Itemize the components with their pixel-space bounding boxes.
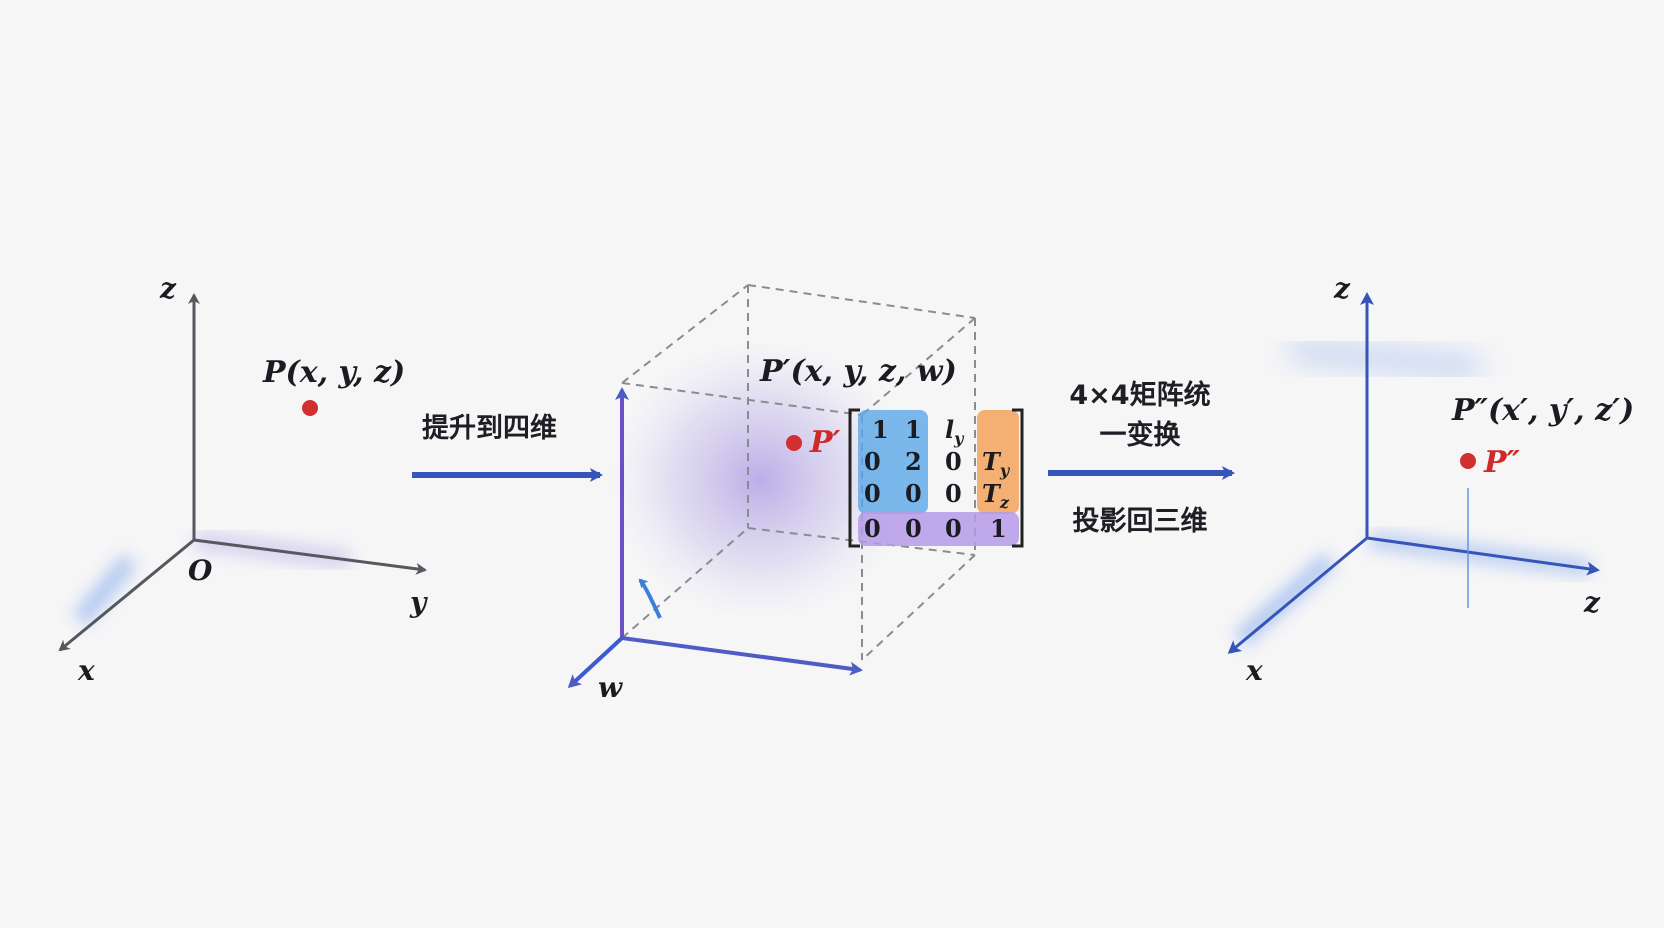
matrix-cell-r3c1: 0 (905, 514, 922, 543)
right-point-label: P″ (1483, 445, 1521, 480)
matrix-purple-highlight (858, 512, 1019, 546)
matrix-cell-r1c2: 0 (945, 447, 962, 476)
matrix-cell-r1c0: 0 (864, 447, 881, 476)
matrix-left-bracket (848, 408, 860, 548)
matrix-cell-r2c3: Tz (982, 479, 1010, 512)
rotation-arrow-icon (638, 578, 662, 619)
left-x-glow (73, 554, 137, 626)
cube-w-axis (567, 636, 624, 689)
matrix-orange-highlight (977, 410, 1019, 514)
left-z-label: z (159, 272, 177, 305)
left-y-axis (193, 538, 427, 575)
matrix-cell-r0c2: ly (945, 415, 965, 448)
matrix-cell-r1c3: Ty (982, 447, 1011, 480)
middle-point-dot (786, 435, 802, 451)
arrow-transform: 4×4矩阵统 一变换 投影回三维 (1048, 379, 1235, 537)
right-x-label: x (1245, 654, 1263, 687)
arrow-transform-caption-line1: 4×4矩阵统 (1069, 379, 1210, 411)
matrix-cell-r2c0: 0 (864, 479, 881, 508)
cube-horizontal-axis (621, 636, 863, 676)
arrow-transform-caption-line2: 一变换 (1100, 419, 1182, 451)
w-label: w (598, 671, 623, 704)
right-z-label-right: z (1583, 586, 1601, 619)
middle-cube: w P′(x, y, z, w) P′ (567, 284, 976, 704)
left-point-title: P(x, y, z) (262, 355, 405, 390)
matrix-right-bracket (1012, 408, 1024, 548)
matrix-cell-r3c2: 0 (945, 514, 962, 543)
right-z-label-top: z (1333, 272, 1351, 305)
left-origin-label: O (188, 554, 213, 587)
transform-matrix: 1 1 ly 0 2 0 Ty 0 0 0 Tz 0 0 0 1 (848, 408, 1024, 548)
left-point-dot (302, 400, 318, 416)
matrix-cell-r0c0: 1 (872, 415, 889, 444)
middle-point-title: P′(x, y, z, w) (759, 354, 957, 389)
right-x-axis (1227, 536, 1368, 654)
middle-point-label: P′ (809, 425, 841, 460)
left-x-label: x (77, 654, 95, 687)
left-x-axis (58, 538, 195, 652)
arrow-lift: 提升到四维 (412, 413, 603, 482)
matrix-cell-r2c2: 0 (945, 479, 962, 508)
matrix-cell-r0c1: 1 (905, 415, 922, 444)
right-point-dot (1460, 453, 1476, 469)
arrow-lift-caption: 提升到四维 (422, 413, 557, 444)
left-axes: z y x O P(x, y, z) (58, 272, 428, 687)
matrix-blue-highlight (858, 410, 928, 514)
matrix-cell-r1c1: 2 (905, 447, 922, 476)
right-horizontal-axis (1366, 536, 1600, 576)
arrow-transform-caption-bottom: 投影回三维 (1073, 506, 1208, 537)
left-y-label: y (409, 586, 428, 619)
right-point-title: P″(x′, y′, z′) (1451, 393, 1634, 428)
cube-purple-glow (610, 340, 910, 620)
right-plane-glow (1288, 339, 1482, 379)
right-axes: z z x P″(x′, y′, z′) P″ (1227, 272, 1634, 687)
right-x-glow (1234, 553, 1336, 647)
matrix-cell-r2c1: 0 (905, 479, 922, 508)
matrix-cell-r3c3: 1 (990, 514, 1007, 543)
matrix-cell-r3c0: 0 (864, 514, 881, 543)
